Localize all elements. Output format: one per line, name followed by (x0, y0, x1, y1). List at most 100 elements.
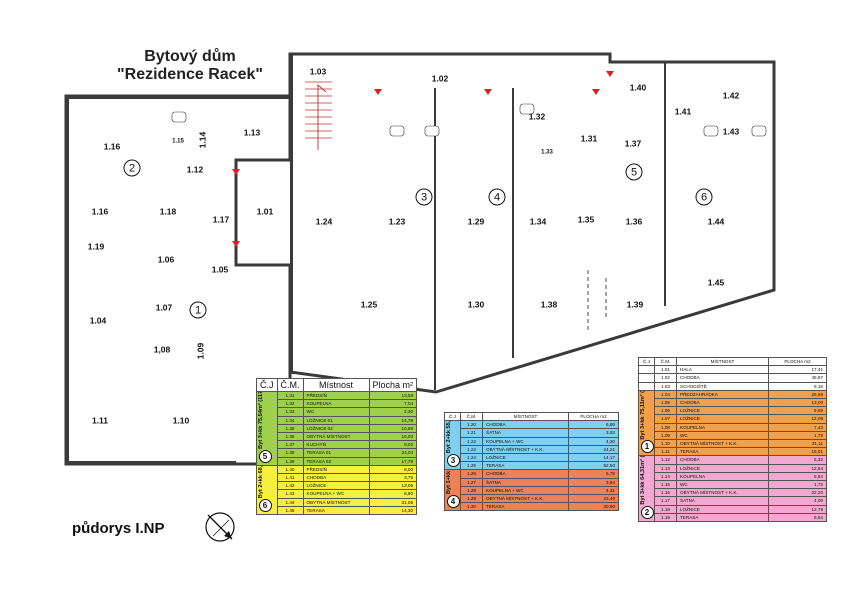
table-header: Č.J (256, 378, 278, 392)
unit-label: Byt 1+kk 38,44m² (69,34m²) (446, 471, 459, 495)
room-label: 1.07 (156, 302, 173, 312)
room-label: 1.10 (173, 415, 190, 425)
room-label: 1.04 (90, 315, 107, 325)
room-label: 1.03 (310, 66, 327, 76)
room-label: 1.11 (92, 415, 108, 425)
unit-marker-label: 1 (195, 304, 201, 316)
room-label: 1.33 (541, 150, 553, 156)
room-label: 1.34 (530, 216, 547, 226)
table-row: Byt 2+kk 68,25m² (82,95m²)61.40PŘEDSÍŇ8,… (256, 464, 418, 516)
unit-marker-label: 4 (494, 191, 500, 203)
table-header: Č.M. (654, 356, 677, 367)
table-header: Místnost (302, 378, 370, 392)
room-label: 1.05 (212, 264, 229, 274)
north-arrow-icon (205, 512, 235, 542)
table-header: Č.J (638, 356, 655, 367)
table-header: PLOCHA m2 (568, 411, 619, 422)
unit-number: 2 (640, 506, 654, 520)
unit-marker (123, 159, 141, 177)
room-label: 1.25 (361, 299, 378, 309)
unit-number: 4 (446, 495, 460, 509)
unit-side-cell: Byt 3+kk 75,54m² (117,37m²)5 (256, 391, 278, 466)
room-label: 1.37 (625, 138, 642, 148)
room-label: 1.12 (187, 164, 204, 174)
unit-label: Byt 3+kk 75,11m² (117,8m²) (640, 390, 646, 440)
unit-marker (415, 188, 433, 206)
room-label: 1.45 (708, 277, 725, 287)
room-label: 1.39 (627, 299, 644, 309)
room-label: 1.16 (104, 141, 121, 151)
table-header: Č.M. (460, 411, 483, 422)
room-label: 1.38 (541, 299, 558, 309)
table-header: MÍSTNOST (482, 411, 569, 422)
unit-side-cell: Byt 3+kk 64,31m² (72,85m²)2 (638, 455, 655, 523)
room-label: 1,08 (154, 344, 171, 354)
plan-label: půdorys I.NP (72, 520, 165, 537)
room-label: 1.32 (529, 111, 546, 121)
unit-marker (488, 188, 506, 206)
title-line2: "Rezidence Racek" (117, 66, 263, 83)
room-label: 1.16 (92, 206, 109, 216)
table-header: PLOCHA m2 (768, 356, 827, 367)
room-label: 1.35 (578, 214, 595, 224)
unit-marker-label: 6 (701, 191, 707, 203)
room-label: 1.02 (432, 73, 449, 83)
room-label: 1.24 (316, 216, 333, 226)
room-label: 1.31 (581, 133, 598, 143)
room-label: 1.17 (213, 214, 230, 224)
room-label: 1.14 (197, 131, 207, 148)
room-label: 1.30 (468, 299, 485, 309)
unit-marker (695, 188, 713, 206)
room-label: 1.13 (244, 127, 261, 137)
table-row: Byt 2+kk 55,11m² (105,61m²)31.20CHODBA6,… (444, 420, 619, 471)
table-header: Č.M. (276, 378, 304, 392)
room-label: 1.23 (389, 216, 406, 226)
unit-number: 1 (640, 440, 654, 454)
unit-number: 3 (446, 454, 460, 468)
room-label: 1.42 (723, 90, 740, 100)
title-line1: Bytový dům (144, 48, 236, 65)
unit-marker-label: 5 (631, 166, 637, 178)
room-label: 1.29 (468, 216, 485, 226)
room-label: 1.40 (630, 82, 647, 92)
unit-side-cell: Byt 3+kk 75,11m² (117,8m²)1 (638, 389, 655, 457)
unit-label: Byt 2+kk 55,11m² (105,61m²) (446, 422, 459, 454)
room-label: 1.15 (172, 139, 184, 145)
unit-label: Byt 3+kk 75,54m² (117,37m²) (258, 391, 264, 449)
unit-marker (625, 163, 643, 181)
